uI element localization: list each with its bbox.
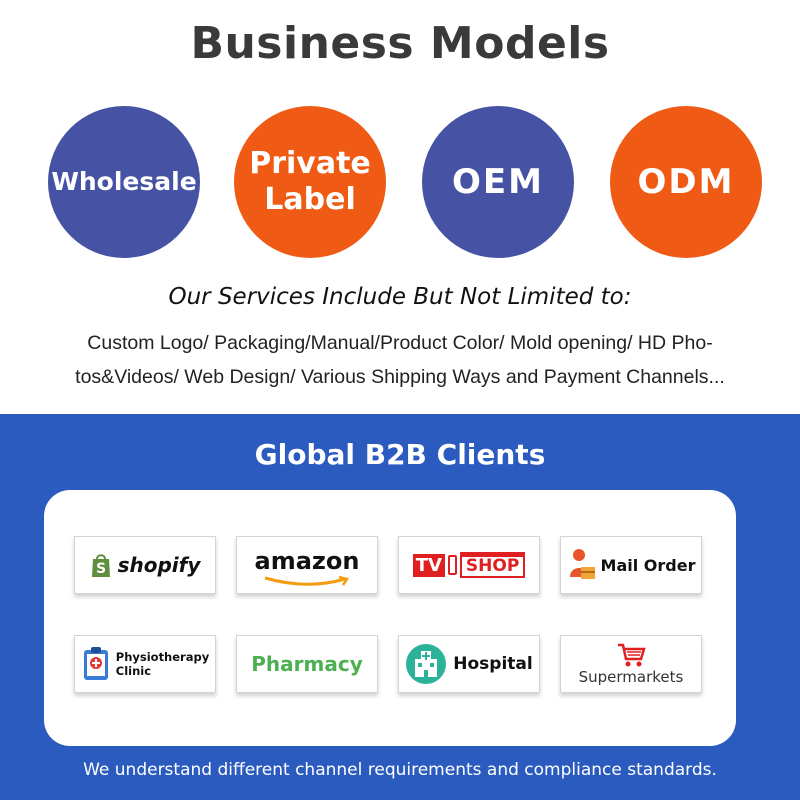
client-card-hospital: Hospital [398,635,540,693]
supermarkets-label: Supermarkets [578,668,684,686]
services-heading: Our Services Include But Not Limited to: [168,284,632,310]
page-title: Business Models [190,18,610,69]
clients-title: Global B2B Clients [254,438,546,471]
amazon-smile-icon [259,573,355,586]
physiotherapy-label-line2: Clinic [115,664,152,678]
shopify-bag-icon: S [90,552,112,578]
shop-label: SHOP [459,552,526,578]
model-oem: OEM [422,106,574,258]
delivery-person-icon [567,547,597,583]
model-odm-label: ODM [637,161,735,202]
client-card-shopify: S shopify [74,536,216,594]
pharmacy-label: Pharmacy [251,652,363,676]
model-wholesale-label: Wholesale [51,167,197,196]
hospital-label: Hospital [453,654,533,674]
physiotherapy-label-line1: Physiotherapy [115,650,210,664]
model-wholesale: Wholesale [48,106,200,258]
model-private-label-line1: Private [249,146,371,181]
hospital-icon [405,643,447,685]
shopping-cart-icon [616,642,646,668]
client-card-supermarkets: Supermarkets [560,635,702,693]
clients-panel: S shopify amazon TV SHOP Mail Order Phys… [44,490,736,746]
svg-text:S: S [96,561,106,577]
mail-order-label: Mail Order [600,555,696,575]
model-oem-label: OEM [452,161,544,202]
compliance-note: We understand different channel requirem… [83,760,717,780]
business-models-section: Business Models Wholesale Private Label … [48,18,762,388]
shopify-label: shopify [117,553,201,577]
client-card-pharmacy: Pharmacy [236,635,378,693]
model-private-label-line2: Label [264,182,356,217]
services-line-2: tos&Videos/ Web Design/ Various Shipping… [75,366,725,388]
phone-icon [447,555,457,575]
tv-shop-icon: TV SHOP [412,552,526,578]
model-odm: ODM [610,106,762,258]
client-card-physiotherapy: Physiotherapy Clinic [74,635,216,693]
tv-label: TV [412,553,445,577]
client-card-amazon: amazon [236,536,378,594]
client-card-mail-order: Mail Order [560,536,702,594]
amazon-label: amazon [254,547,360,575]
model-private-label: Private Label [234,106,386,258]
client-card-tv-shop: TV SHOP [398,536,540,594]
clipboard-icon [81,646,111,682]
services-line-1: Custom Logo/ Packaging/Manual/Product Co… [87,332,713,354]
